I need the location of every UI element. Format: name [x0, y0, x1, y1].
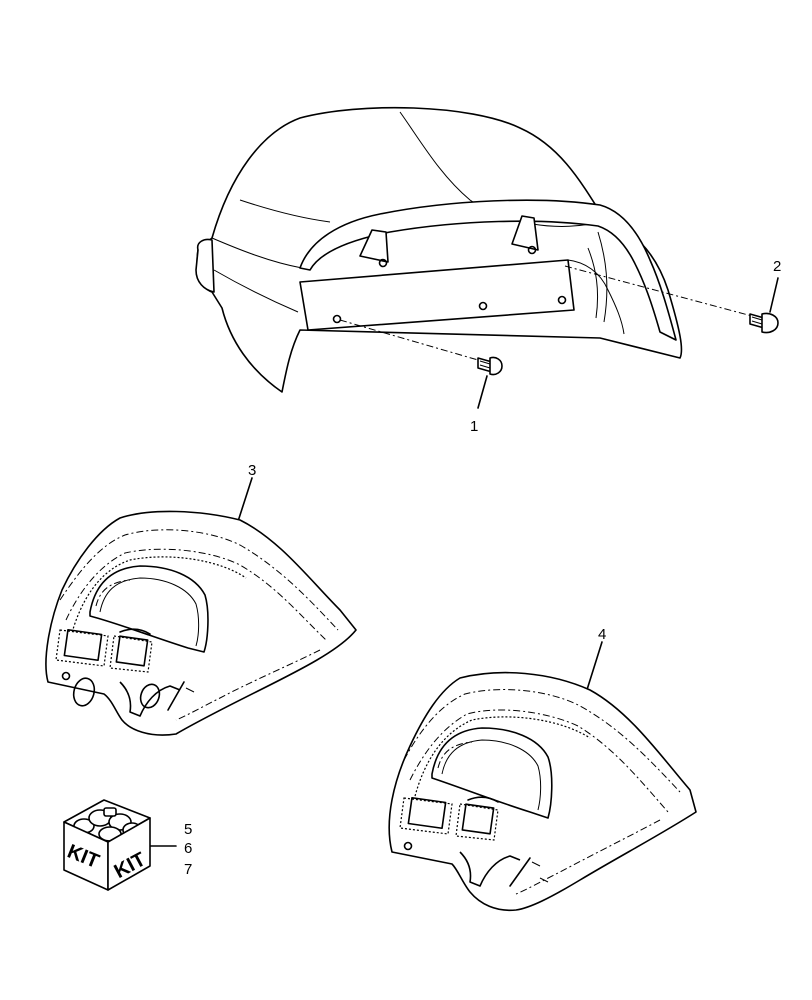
- callout-3: 3: [248, 462, 256, 479]
- callout-5: 5: [184, 821, 192, 838]
- bolt-2-icon: [564, 265, 779, 334]
- callout-1: 1: [470, 418, 478, 435]
- trim-cover-3: [45, 510, 357, 736]
- callout-6: 6: [184, 840, 192, 857]
- leader-line-2: [769, 277, 779, 313]
- callout-4: 4: [598, 626, 606, 643]
- kit-box-icon: [63, 799, 151, 891]
- callout-7: 7: [184, 861, 192, 878]
- bolt-1-icon: [339, 319, 503, 376]
- leader-line-1: [477, 375, 488, 409]
- instrument-hood: [195, 106, 683, 393]
- callout-2: 2: [773, 258, 781, 275]
- trim-cover-4: [388, 671, 697, 912]
